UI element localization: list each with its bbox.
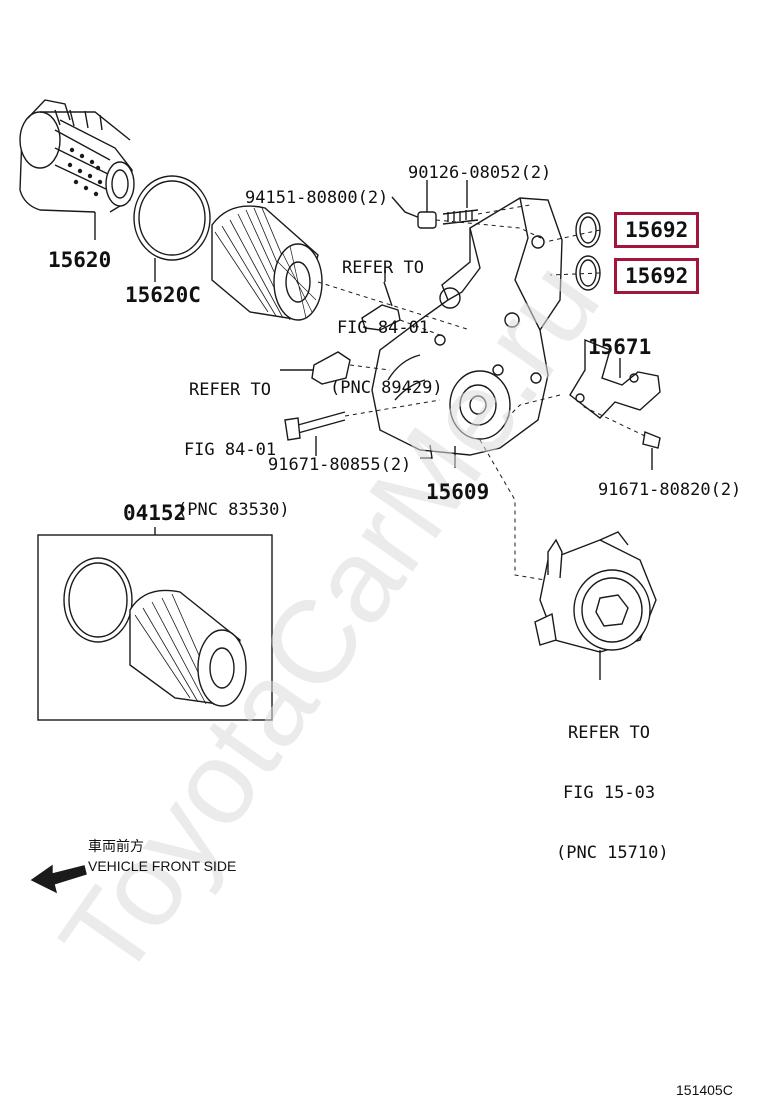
part-label-bracket-bolt: 91671-80820(2) — [598, 480, 742, 500]
ref-line: FIG 84-01 — [336, 318, 430, 338]
part-label-kit: 04152 — [123, 501, 187, 525]
part-label-housing: 15609 — [426, 480, 490, 504]
ref-line: REFER TO — [342, 258, 424, 278]
part-label-long-bolt: 91671-80855(2) — [268, 455, 412, 475]
o-ring-top-drawing — [575, 212, 601, 248]
long-bolt-drawing — [284, 411, 346, 456]
cap-gasket-drawing — [133, 175, 211, 282]
union-bolt-drawing — [391, 180, 437, 229]
ref-line: FIG 84-01 — [183, 440, 277, 460]
ref-cooler: REFER TO FIG 15-03 (PNC 15710) — [556, 683, 669, 883]
oil-cooler-drawing — [534, 531, 657, 680]
ref-line: (PNC 83530) — [177, 500, 290, 520]
direction-label-jp: 車両前方 — [88, 838, 144, 854]
ref-line: FIG 15-03 — [562, 783, 656, 803]
oil-filter-cap-drawing — [19, 99, 135, 240]
direction-label-en: VEHICLE FRONT SIDE — [88, 858, 237, 874]
front-direction-arrow — [30, 864, 87, 894]
ref-line: REFER TO — [568, 723, 650, 743]
figure-id: 151405C — [676, 1082, 733, 1098]
ref-sensor-top: REFER TO FIG 84-01 (PNC 89429) — [330, 218, 443, 418]
assembly-lines — [317, 204, 646, 581]
part-label-union-bolt: 94151-80800(2) — [245, 188, 389, 208]
part-label-stud: 90126-08052(2) — [408, 163, 552, 183]
kit-box — [37, 527, 273, 721]
bracket-bolt-drawing — [642, 431, 661, 470]
ref-line: REFER TO — [189, 380, 271, 400]
part-label-o-ring-top[interactable]: 15692 — [614, 212, 700, 248]
part-label-15620c: 15620C — [125, 283, 201, 307]
ref-line: (PNC 15710) — [556, 843, 669, 863]
part-label-bracket: 15671 — [588, 335, 652, 359]
oil-filter-housing-drawing — [371, 197, 563, 468]
part-label-15620: 15620 — [48, 248, 112, 272]
ref-line: (PNC 89429) — [330, 378, 443, 398]
bracket-drawing — [569, 338, 661, 419]
ref-switch-left: REFER TO FIG 84-01 (PNC 83530) — [177, 340, 290, 540]
oil-filter-element-drawing — [211, 205, 323, 321]
part-label-o-ring-bottom[interactable]: 15692 — [614, 258, 700, 294]
oil-switch-drawing — [280, 351, 351, 385]
oil-pressure-sensor-drawing — [361, 270, 401, 331]
stud-bolt-drawing — [442, 180, 479, 225]
